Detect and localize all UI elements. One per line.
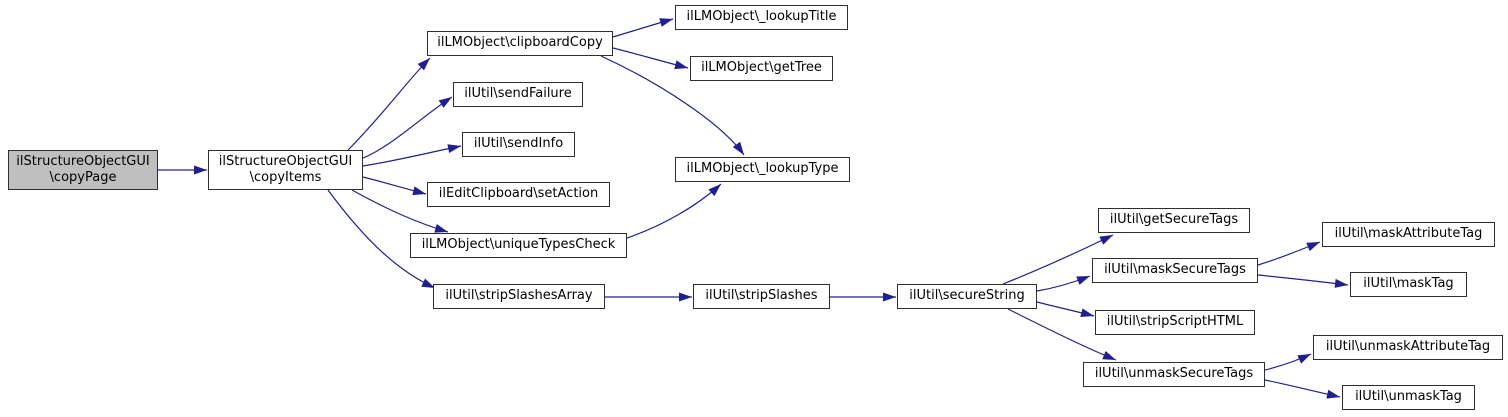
edge-copyPage-to-copyItems [158,165,207,175]
arrowhead-icon [1306,242,1320,252]
edge-copyItems-to-sendFailure [362,96,453,159]
node-label: ilUtil\unmaskTag [1355,389,1462,405]
arrowhead-icon [1102,350,1116,360]
graph-node-unmaskTag[interactable]: ilUtil\unmaskTag [1342,385,1475,410]
edge-unmaskSecureTags-to-unmaskTag [1264,379,1341,399]
arrowhead-icon [1076,276,1090,285]
node-label: ilLMObject\_lookupTitle [686,9,837,25]
edge-stripSlashesArray-to-stripSlashes [605,292,692,302]
graph-node-getSecureTags[interactable]: ilUtil\getSecureTags [1098,208,1250,233]
edge-uniqueTypesCheck-to-lookupType [626,183,722,239]
node-label: ilLMObject\getTree [701,60,822,76]
node-label: ilUtil\maskAttributeTag [1334,226,1483,242]
node-label: ilUtil\stripSlashes [705,288,818,304]
graph-node-unmaskSecureTags[interactable]: ilUtil\unmaskSecureTags [1083,362,1265,387]
graph-node-sendFailure[interactable]: ilUtil\sendFailure [453,82,583,107]
node-label: ilUtil\stripSlashesArray [445,288,593,304]
edge-clipboardCopy-to-getTree [612,47,689,70]
arrowhead-icon [708,184,721,197]
edge-copyItems-to-uniqueTypesCheck [351,189,449,233]
edge-clipboardCopy-to-lookupTitle [612,18,674,38]
edge-copyItems-to-sendInfo [362,144,462,167]
arrowhead-icon [1297,354,1311,364]
edge-copyItems-to-clipboardCopy [347,57,431,151]
arrowhead-icon [447,144,461,154]
node-label: ilStructureObjectGUI [16,153,150,169]
graph-node-stripSlashesArray[interactable]: ilUtil\stripSlashesArray [433,284,605,309]
edge-secureString-to-stripScriptHTML [1036,301,1095,318]
arrowhead-icon [421,278,435,288]
arrowhead-icon [659,18,673,27]
graph-node-copyPage[interactable]: ilStructureObjectGUI\copyPage [8,150,158,190]
arrowhead-icon [679,292,692,302]
node-label: \copyPage [49,170,117,185]
arrowhead-icon [1326,389,1340,399]
arrowhead-icon [417,58,430,71]
edge-copyItems-to-setAction [362,176,427,196]
node-label: ilUtil\unmaskSecureTags [1094,366,1254,382]
edge-secureString-to-unmaskSecureTags [1007,308,1117,361]
edge-secureString-to-maskSecureTags [1036,275,1091,292]
arrowhead-icon [674,60,688,70]
graph-node-clipboardCopy[interactable]: ilLMObject\clipboardCopy [427,31,613,56]
graph-node-maskSecureTags[interactable]: ilUtil\maskSecureTags [1092,258,1258,283]
node-label: ilUtil\getSecureTags [1109,212,1239,228]
graph-node-sendInfo[interactable]: ilUtil\sendInfo [462,132,575,157]
node-label: ilEditClipboard\setAction [438,186,599,202]
edge-maskSecureTags-to-maskTag [1257,274,1349,288]
edge-clipboardCopy-to-lookupType [600,55,745,156]
graph-node-stripSlashes[interactable]: ilUtil\stripSlashes [693,284,830,309]
arrowhead-icon [1080,308,1094,318]
edge-maskSecureTags-to-maskAttributeTag [1257,241,1321,266]
edge-stripSlashes-to-secureString [830,292,896,302]
arrowhead-icon [883,292,896,302]
arrowhead-icon [412,186,426,196]
arrowhead-icon [434,223,448,233]
node-label: ilUtil\stripScriptHTML [1106,314,1244,330]
graph-node-secureString[interactable]: ilUtil\secureString [897,284,1037,309]
graph-node-stripScriptHTML[interactable]: ilUtil\stripScriptHTML [1095,310,1255,335]
node-label: ilLMObject\clipboardCopy [437,35,603,51]
graph-node-lookupTitle[interactable]: ilLMObject\_lookupTitle [675,5,848,30]
node-label: \copyItems [249,170,322,185]
arrowhead-icon [1334,278,1348,288]
node-label: ilLMObject\uniqueTypesCheck [421,237,616,253]
node-label: ilUtil\sendInfo [473,136,564,152]
graph-node-uniqueTypesCheck[interactable]: ilLMObject\uniqueTypesCheck [410,233,627,258]
arrowhead-icon [438,97,452,108]
graph-node-maskTag[interactable]: ilUtil\maskTag [1350,272,1467,297]
arrowhead-icon [194,165,207,175]
node-label: ilUtil\unmaskAttributeTag [1325,339,1491,355]
node-label: ilStructureObjectGUI [218,153,353,169]
arrowhead-icon [732,141,744,155]
node-label: ilUtil\sendFailure [464,86,572,102]
graph-node-setAction[interactable]: ilEditClipboard\setAction [427,182,610,207]
node-label: ilUtil\maskSecureTags [1104,262,1246,278]
graph-node-lookupType[interactable]: ilLMObject\_lookupType [675,157,850,182]
graph-node-copyItems[interactable]: ilStructureObjectGUI\copyItems [208,150,363,190]
arrowhead-icon [1099,235,1113,245]
graph-node-getTree[interactable]: ilLMObject\getTree [690,56,833,81]
edge-copyItems-to-stripSlashesArray [327,189,436,289]
graph-node-unmaskAttributeTag[interactable]: ilUtil\unmaskAttributeTag [1313,335,1503,360]
node-label: ilUtil\maskTag [1363,276,1454,292]
edge-unmaskSecureTags-to-unmaskAttributeTag [1264,353,1312,371]
node-label: ilUtil\secureString [909,288,1025,304]
graph-node-maskAttributeTag[interactable]: ilUtil\maskAttributeTag [1322,222,1495,247]
edge-secureString-to-getSecureTags [1002,234,1114,285]
node-label: ilLMObject\_lookupType [686,161,839,177]
